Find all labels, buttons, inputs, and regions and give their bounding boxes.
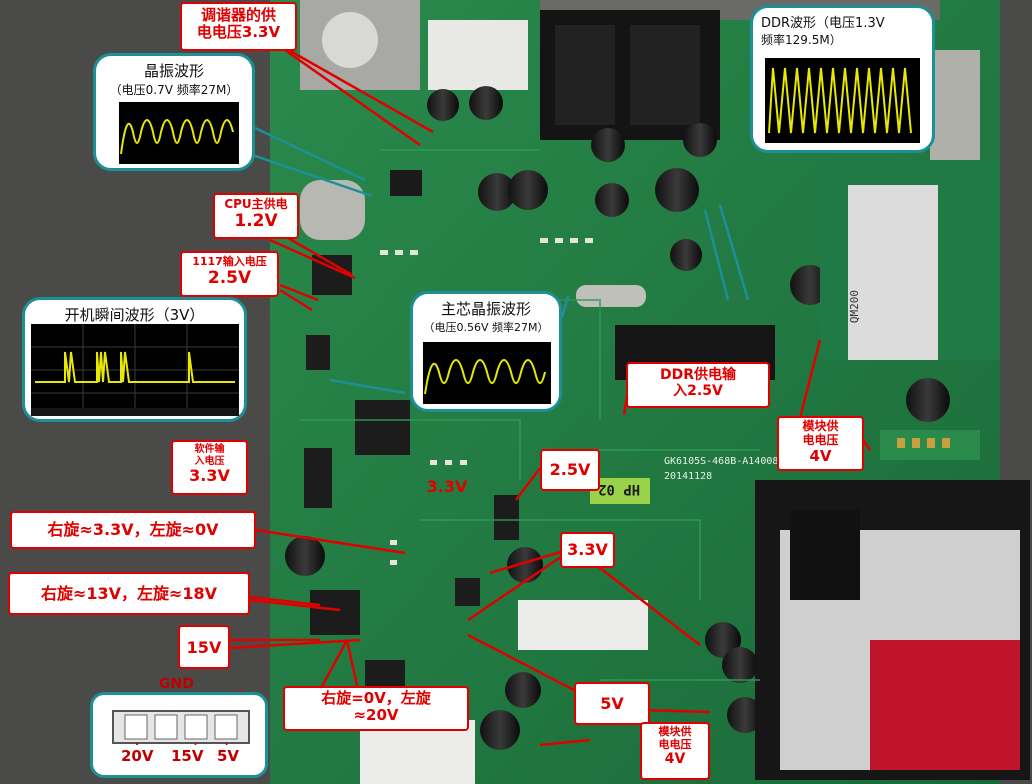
- ddr-waveform-bubble: DDR波形（电压1.3V 频率129.5M）: [750, 5, 935, 153]
- voltage-15v-label: 15V: [178, 625, 230, 669]
- connector-gnd-label: GND: [159, 676, 194, 692]
- voltage-3v3-label-a: 3.3V: [426, 477, 468, 496]
- module-supply-label-b: 模块供 电电压 4V: [640, 722, 710, 780]
- crystal-scope-trace: [119, 102, 239, 164]
- rotation-0v-label: 右旋=0V，左旋 ≈20V: [283, 686, 469, 731]
- boot-waveform-title: 开机瞬间波形（3V）: [64, 306, 205, 324]
- boot-waveform-bubble: 开机瞬间波形（3V）: [22, 297, 247, 422]
- main-crystal-scope-trace: [423, 342, 551, 404]
- input-1117-label: 1117输入电压 2.5V: [180, 251, 279, 297]
- software-input-label: 软件输 入电压 3.3V: [171, 440, 248, 495]
- module-supply-label-a: 模块供 电电压 4V: [777, 416, 864, 471]
- voltage-2v5-label: 2.5V: [540, 449, 600, 491]
- cpu-main-power-label: CPU主供电 1.2V: [213, 193, 299, 239]
- hp-sticker: HP 02: [598, 481, 641, 497]
- crystal-waveform-title: 晶振波形: [143, 62, 204, 80]
- connector-pins-illustration: [112, 709, 250, 745]
- rotation-3v3-label: 右旋≈3.3V，左旋≈0V: [10, 511, 256, 549]
- main-crystal-waveform-bubble: 主芯晶振波形 （电压0.56V 频率27M）: [410, 291, 562, 412]
- board-date-silkscreen: 20141128: [664, 471, 713, 482]
- connector-pin-5v: 5V: [217, 747, 240, 765]
- ddr-supply-label: DDR供电输 入2.5V: [626, 362, 770, 408]
- boot-scope-trace: [31, 324, 239, 416]
- connector-pin-20v: 20V: [121, 747, 154, 765]
- crystal-waveform-bubble: 晶振波形 （电压0.7V 频率27M）: [93, 53, 255, 171]
- module-id-silkscreen: QM200: [848, 289, 862, 324]
- main-crystal-waveform-subtitle: （电压0.56V 频率27M）: [423, 321, 549, 334]
- power-connector-diagram: GND 20V 15V 5V: [90, 676, 268, 778]
- ddr-waveform-subtitle: 频率129.5M）: [761, 33, 842, 47]
- board-id-silkscreen: GK6105S-468B-A14008: [664, 456, 779, 467]
- voltage-3v3-label-b: 3.3V: [560, 532, 615, 568]
- tuner-power-label: 调谐器的供 电电压3.3V: [180, 2, 297, 51]
- connector-pin-15v: 15V: [171, 747, 204, 765]
- ddr-waveform-title: DDR波形（电压1.3V: [761, 16, 885, 31]
- voltage-5v-label: 5V: [574, 682, 650, 725]
- main-crystal-waveform-title: 主芯晶振波形: [440, 300, 531, 318]
- rotation-13v-label: 右旋≈13V，左旋≈18V: [8, 572, 250, 615]
- crystal-waveform-subtitle: （电压0.7V 频率27M）: [109, 83, 239, 97]
- ddr-scope-trace: [765, 58, 920, 143]
